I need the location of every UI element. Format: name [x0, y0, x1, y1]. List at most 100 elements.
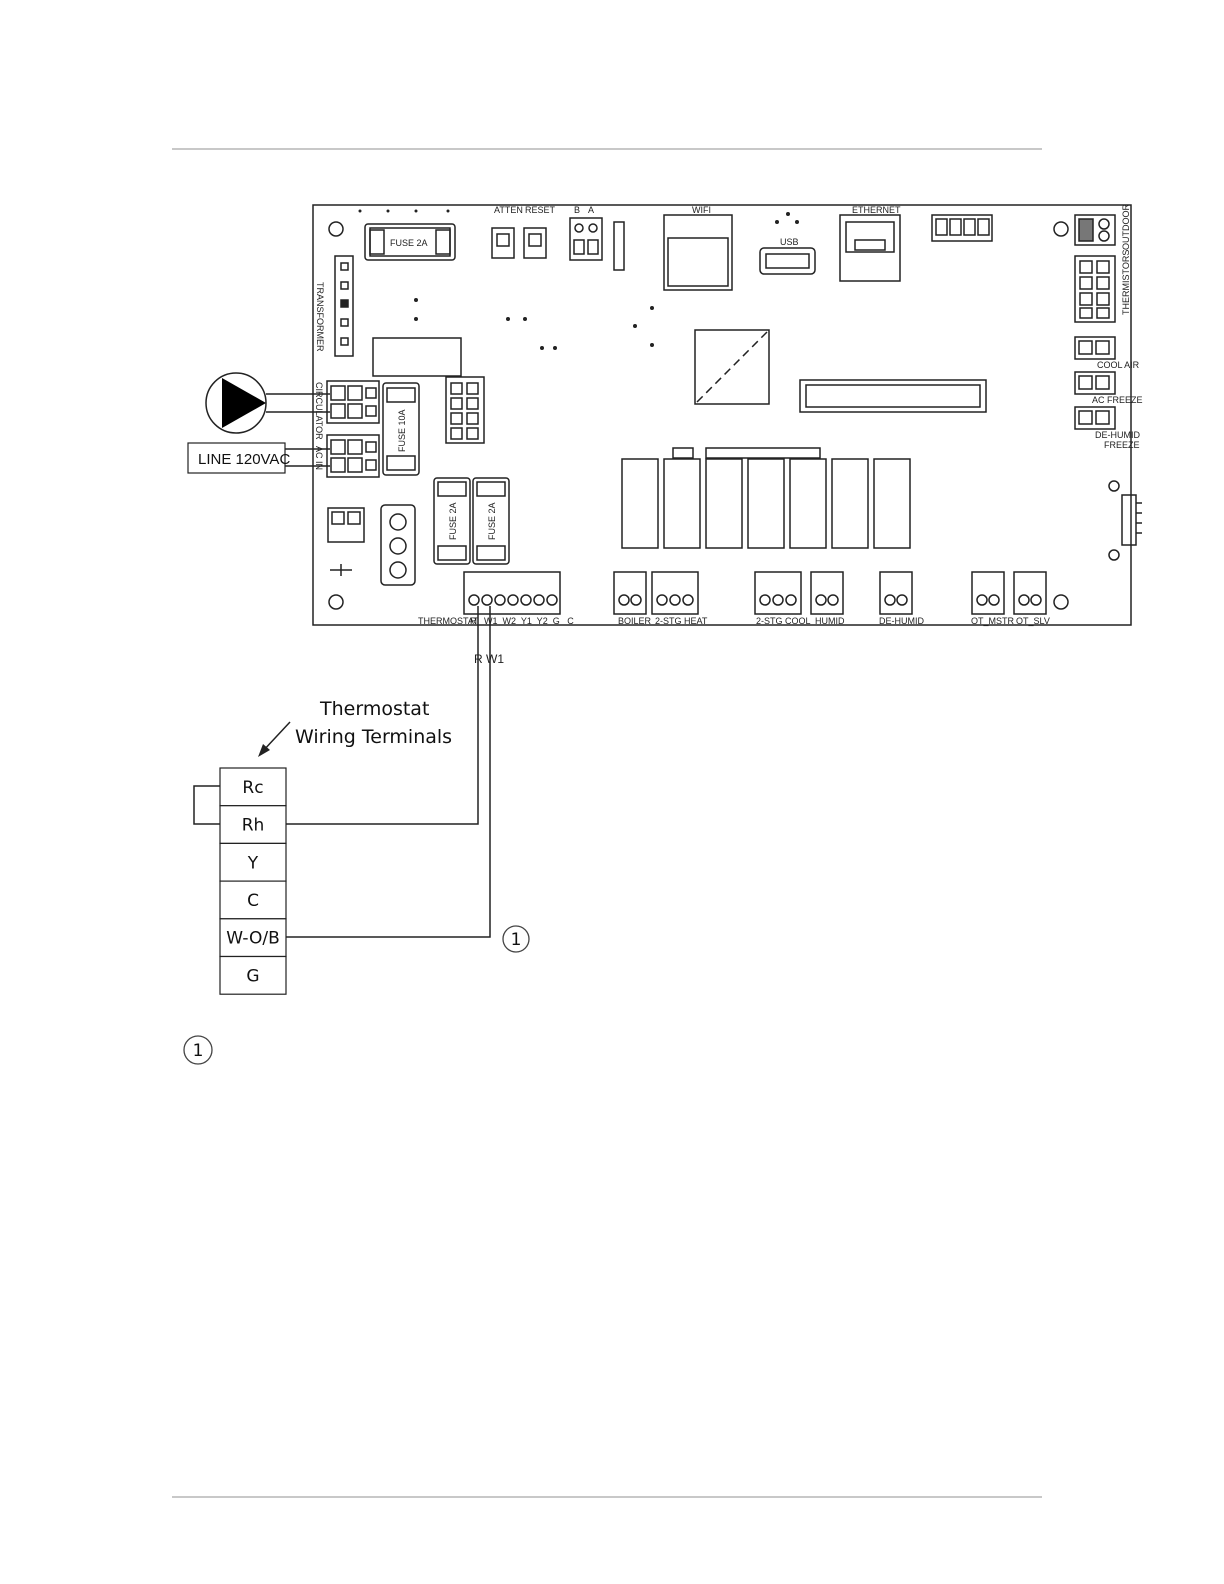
- terminal-c: C: [219, 880, 287, 920]
- terminal-rh: Rh: [219, 805, 287, 845]
- fuse-top-holder: [364, 223, 456, 261]
- processor-chip: [694, 329, 770, 405]
- dehumid-freeze-label-1: DE-HUMID: [1095, 430, 1140, 440]
- caption-line-2: Wiring Terminals: [295, 726, 452, 748]
- w1-wire: [286, 606, 491, 938]
- board-dots: [358, 209, 799, 350]
- component-block: [372, 337, 462, 377]
- reset-button: [523, 227, 547, 259]
- callout-1-number: 1: [511, 930, 522, 950]
- ribbon-header: [799, 379, 987, 413]
- r-w1-label: R W1: [474, 652, 504, 666]
- four-pin-connector: [931, 214, 993, 242]
- de-humid-label: DE-HUMID: [879, 616, 924, 626]
- ground-symbol-icon: [330, 564, 352, 576]
- fuse-top-clip: [435, 229, 451, 255]
- terminal-label: W-O/B: [226, 929, 280, 949]
- humid-label: HUMID: [815, 616, 845, 626]
- led-pair: [672, 447, 694, 459]
- eight-pin-connector: [445, 376, 485, 444]
- ba-connector: [569, 217, 603, 261]
- relays: [621, 458, 911, 549]
- terminal-y: Y: [219, 842, 287, 882]
- led-row: [705, 447, 821, 459]
- a-label: A: [588, 205, 594, 215]
- wifi-label: WIFI: [692, 205, 711, 215]
- terminal-label: G: [246, 966, 259, 986]
- dehumid-freeze-connector: [1074, 406, 1116, 430]
- terminal-g: G: [219, 955, 287, 995]
- humid-terminal: [810, 571, 844, 615]
- line-120vac: LINE 120VAC: [187, 442, 330, 474]
- cool-air-connector: [1074, 336, 1116, 360]
- fuse-10a-label: FUSE 10A: [397, 409, 407, 452]
- two-stg-heat-terminal: [651, 571, 699, 615]
- fuse-top-label: FUSE 2A: [390, 238, 428, 248]
- mounting-hole-icon: [1108, 549, 1120, 561]
- boiler-terminal: [613, 571, 647, 615]
- side-header: [1121, 494, 1137, 546]
- transformer-pins: [340, 262, 349, 346]
- board-labels: FUSE 2A TRANSFORMER CIRCULATOR AC IN FUS…: [314, 204, 1143, 626]
- callout-1: 1: [502, 925, 530, 953]
- de-humid-terminal: [879, 571, 913, 615]
- pump-triangle-icon: [222, 378, 266, 428]
- thermostat-pins-label: R W1 W2 Y1 Y2 G C: [470, 616, 574, 626]
- mounting-hole-icon: [328, 221, 344, 237]
- cool-air-label: COOL AIR: [1097, 360, 1140, 370]
- outdoor-label: OUTDOOR: [1121, 204, 1131, 250]
- usb-label: USB: [780, 237, 799, 247]
- thermostat-label: THERMOSTAT: [418, 616, 479, 626]
- two-pin-connector: [327, 507, 365, 543]
- transformer-connector: [334, 255, 354, 357]
- circulator-connector: [326, 380, 380, 424]
- ethernet-label: ETHERNET: [852, 205, 901, 215]
- wifi-module: [663, 214, 733, 291]
- terminal-cell: [219, 918, 287, 958]
- ethernet-port: [839, 214, 901, 282]
- dehumid-freeze-label-2: FREEZE: [1104, 440, 1140, 450]
- terminal-label: Rc: [242, 778, 263, 798]
- mounting-hole-icon: [1108, 480, 1120, 492]
- top-rule: [172, 148, 1042, 150]
- caption-line-1: Thermostat: [319, 698, 429, 720]
- r-wire: [286, 606, 479, 825]
- thermostat-wires: [193, 606, 491, 938]
- ac-in-connector: [326, 434, 380, 478]
- terminal-label: Rh: [242, 816, 265, 836]
- ot-mstr-terminal: [971, 571, 1005, 615]
- ac-freeze-label: AC FREEZE: [1092, 395, 1143, 405]
- usb-port: [759, 247, 816, 275]
- terminal-cell: [219, 880, 287, 920]
- outdoor-connector: [1074, 214, 1116, 246]
- mounting-hole-icon: [1053, 594, 1069, 610]
- three-pin-connector: [380, 504, 416, 586]
- fuse-2a-right-label: FUSE 2A: [487, 502, 497, 540]
- control-board: [312, 204, 1142, 626]
- terminal-w-o-b: W-O/B: [219, 918, 287, 958]
- fuse-10a: [382, 382, 420, 476]
- terminal-cell: [219, 767, 287, 807]
- terminal-rc: Rc: [219, 767, 287, 807]
- fuse-2a-left: [433, 477, 471, 565]
- terminal-cell: [219, 955, 287, 995]
- thermostat-terminal-block: [463, 571, 561, 615]
- fuse-top-clip: [369, 229, 385, 255]
- circulator-label: CIRCULATOR: [314, 382, 324, 440]
- thermistors-label: THERMISTORS: [1121, 250, 1131, 315]
- two-stg-cool-label: 2-STG COOL: [756, 616, 811, 626]
- ot-slv-terminal: [1013, 571, 1047, 615]
- b-label: B: [574, 205, 580, 215]
- board-outline: [312, 204, 1132, 626]
- thermistors-connector: [1074, 255, 1116, 323]
- fuse-2a-right: [472, 477, 510, 565]
- line-120vac-box: [187, 442, 286, 474]
- reset-label: RESET: [525, 205, 556, 215]
- ot-slv-label: OT_SLV: [1016, 616, 1050, 626]
- two-stg-cool-terminal: [754, 571, 802, 615]
- boiler-label: BOILER: [618, 616, 652, 626]
- atten-label: ATTEN: [494, 205, 523, 215]
- mounting-hole-icon: [328, 594, 344, 610]
